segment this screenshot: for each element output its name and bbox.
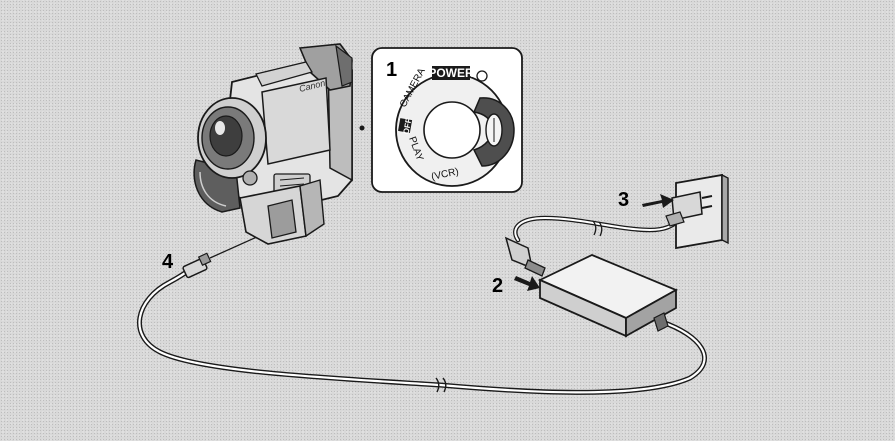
power-dial-inset: POWER CAMERA OFF PLAY (VCR) — [371, 47, 523, 193]
dial-lock-button — [423, 101, 481, 159]
step3-arrow — [642, 194, 674, 208]
power-label: POWER — [428, 66, 474, 80]
power-indicator-icon — [476, 70, 488, 82]
step-1-number: 1 — [386, 59, 397, 81]
cord-break-mark — [592, 220, 603, 237]
dc-plug — [182, 252, 212, 279]
compact-power-adapter — [537, 254, 679, 338]
step-4-number: 4 — [162, 251, 174, 273]
pointer-dot — [359, 125, 365, 131]
cable-break-mark — [435, 377, 447, 393]
step-3-number: 3 — [618, 189, 629, 211]
wall-outlet — [665, 173, 729, 250]
camcorder-button-icon — [242, 170, 258, 186]
dc-cable — [137, 261, 707, 395]
dial-off-label: OFF — [402, 117, 414, 134]
step-2-number: 2 — [492, 275, 503, 297]
power-cord — [513, 215, 683, 243]
camcorder: Canon — [193, 43, 353, 245]
step2-arrow — [514, 276, 540, 291]
adapter-cord-connector — [504, 236, 546, 277]
